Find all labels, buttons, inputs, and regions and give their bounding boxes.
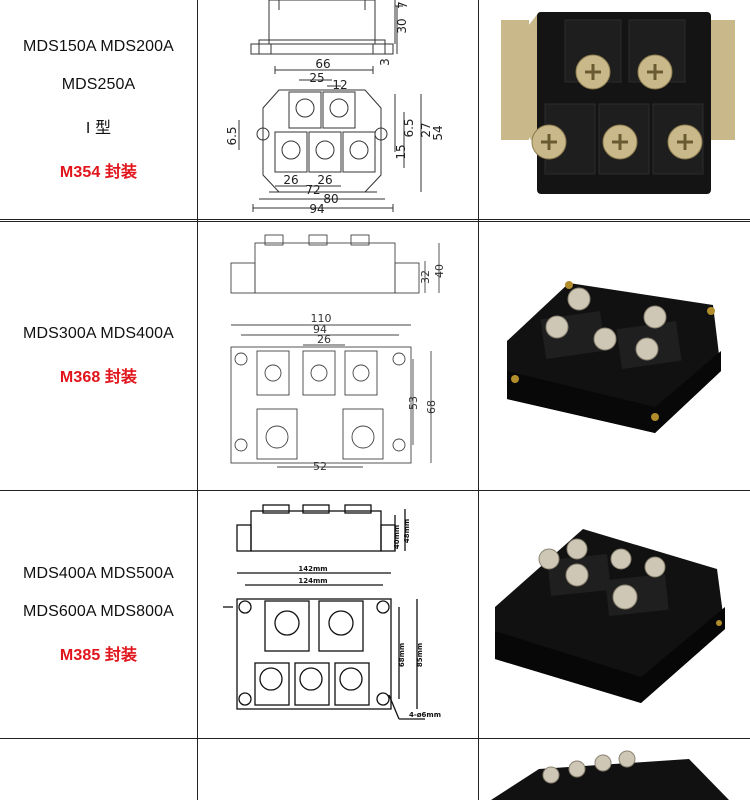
dimension-label: 68mm [398,643,406,667]
dimension-label: 53 [407,396,420,410]
dimension-drawing-m354: 7 30 3 66 25 12 6.5 6.5 27 54 15 26 26 7… [225,0,445,216]
dimension-label: 54 [431,125,445,140]
model-line: MDS600A MDS800A [23,602,174,620]
row-divider [0,219,750,220]
dimension-label: 94 [313,323,327,336]
dimension-label: 48mm [403,519,411,543]
model-cell-m385: MDS400A MDS500A MDS600A MDS800A M385 封装 [0,491,197,738]
dimension-label: 32 [419,270,432,284]
product-photo-m385 [495,529,725,703]
dimension-label: 72 [305,183,320,197]
row-divider [0,490,750,491]
package-label: M368 封装 [59,368,138,386]
dimension-label: 7 [396,1,410,9]
model-line: I 型 [85,119,112,137]
dimension-label: 6.5 [402,118,416,137]
column-divider [197,0,198,800]
product-photo-m368 [507,281,721,433]
dimension-label: 25 [309,71,324,85]
dimension-label: 94 [309,202,324,216]
dimension-label: 80 [323,192,338,206]
model-line: MDS300A MDS400A [23,324,174,342]
dimension-label: 4-ø6mm [409,711,441,719]
dimension-label: 26 [317,333,331,346]
dimension-label: 40mm [393,525,401,549]
dimension-label: 52 [313,460,327,473]
dimension-label: 26 [317,173,332,187]
model-line: MDS400A MDS500A [23,564,174,582]
dimension-label: 6.5 [225,126,239,145]
dimension-label: 12 [332,78,347,92]
model-line: MDS250A [61,75,136,93]
dimension-label: 110 [311,312,332,325]
model-cell-m354: MDS150A MDS200A MDS250A I 型 M354 封装 [0,0,197,219]
dimension-label: 66 [315,57,330,71]
dimension-label: 124mm [298,577,327,585]
dimension-drawing-m368: 32 40 110 94 26 53 68 52 [230,234,446,473]
package-label: M354 封装 [59,163,138,181]
dimension-drawing-m385: 40mm 48mm 142mm 124mm 68mm 85mm 4-ø6mm [223,504,441,720]
dimension-label: 68 [425,400,438,414]
dimension-label: 40 [433,264,446,278]
model-line: MDS150A MDS200A [23,37,174,55]
dimension-label: 142mm [298,565,327,573]
row-divider [0,221,750,222]
column-divider [478,0,479,800]
product-photo-partial [491,750,729,800]
package-label: M385 封装 [59,646,138,664]
dimension-label: 85mm [416,643,424,667]
product-photo-m354 [501,12,735,194]
dimension-label: 26 [283,173,298,187]
model-cell-m368: MDS300A MDS400A M368 封装 [0,221,197,490]
dimension-label: 3 [378,58,392,66]
dimension-label: 30 [395,18,409,33]
dimension-label: 27 [419,122,433,137]
dimension-label: 15 [394,144,408,159]
row-divider [0,738,750,739]
